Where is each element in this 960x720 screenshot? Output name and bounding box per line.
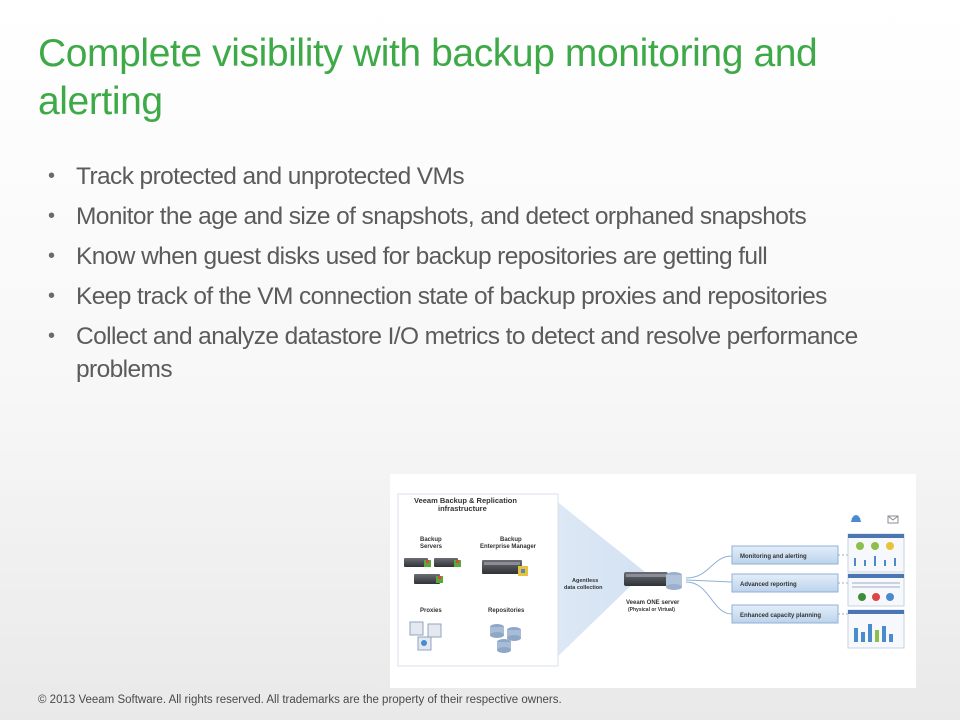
connector-line	[685, 555, 733, 579]
backup-servers-label-line2: Servers	[420, 544, 443, 550]
enterprise-manager-label-line1: Backup	[500, 537, 522, 543]
bullet-item: • Monitor the age and size of snapshots, …	[46, 200, 926, 233]
connector-line	[685, 579, 733, 583]
enterprise-manager-server-icon	[482, 560, 528, 576]
bullet-item: • Know when guest disks used for backup r…	[46, 240, 926, 273]
output-label-monitoring: Monitoring and alerting	[740, 554, 807, 560]
enterprise-manager-label-line2: Enterprise Manager	[480, 544, 537, 550]
email-icon	[887, 515, 899, 524]
backup-server-icon	[404, 558, 431, 567]
bullet-item: • Track protected and unprotected VMs	[46, 160, 926, 193]
bullet-dot-icon: •	[48, 325, 55, 347]
repositories-label: Repositories	[488, 608, 525, 614]
backup-server-icon	[434, 558, 461, 567]
repository-disks-icon	[490, 624, 521, 653]
bullet-text: Monitor the age and size of snapshots, a…	[76, 203, 807, 230]
backup-servers-label-line1: Backup	[420, 537, 442, 543]
agentless-label-line2: data collection	[564, 585, 603, 591]
veeam-one-server-sublabel: (Physical or Virtual)	[628, 607, 675, 613]
veeam-one-server-icon	[624, 572, 682, 590]
capacity-dashboard-thumbnail	[847, 609, 905, 649]
reporting-dashboard-thumbnail	[847, 573, 905, 607]
bullet-dot-icon: •	[48, 205, 55, 227]
bullet-dot-icon: •	[48, 165, 55, 187]
bullet-text: Track protected and unprotected VMs	[76, 163, 465, 190]
output-label-capacity: Enhanced capacity planning	[740, 613, 821, 619]
bullet-text: Keep track of the VM connection state of…	[76, 283, 827, 310]
monitoring-dashboard-thumbnail	[847, 533, 905, 573]
bullet-text: Know when guest disks used for backup re…	[76, 243, 768, 270]
architecture-diagram: Veeam Backup & Replication infrastructur…	[390, 474, 916, 688]
infrastructure-title-line2: infrastructure	[438, 504, 487, 513]
bullet-item: • Keep track of the VM connection state o…	[46, 280, 926, 313]
copyright-footer: © 2013 Veeam Software. All rights reserv…	[38, 694, 562, 706]
slide-title: Complete visibility with backup monitori…	[38, 32, 818, 123]
output-label-reporting: Advanced reporting	[740, 582, 797, 588]
alert-bell-icon	[851, 515, 861, 522]
bullet-text: Collect and analyze datastore I/O metric…	[76, 323, 858, 383]
proxies-label: Proxies	[420, 608, 442, 614]
backup-server-icon	[414, 574, 443, 584]
veeam-one-server-label: Veeam ONE server	[626, 600, 680, 606]
connector-line	[685, 581, 733, 615]
bullet-dot-icon: •	[48, 285, 55, 307]
bullet-dot-icon: •	[48, 245, 55, 267]
bullet-item: • Collect and analyze datastore I/O metri…	[46, 320, 926, 386]
architecture-diagram-svg: Veeam Backup & Replication infrastructur…	[397, 493, 905, 667]
infrastructure-title-line1: Veeam Backup & Replication	[414, 496, 517, 505]
proxy-cubes-icon	[409, 621, 442, 651]
agentless-label-line1: Agentless	[572, 578, 598, 584]
bullet-list: • Track protected and unprotected VMs • Mo…	[46, 160, 926, 393]
